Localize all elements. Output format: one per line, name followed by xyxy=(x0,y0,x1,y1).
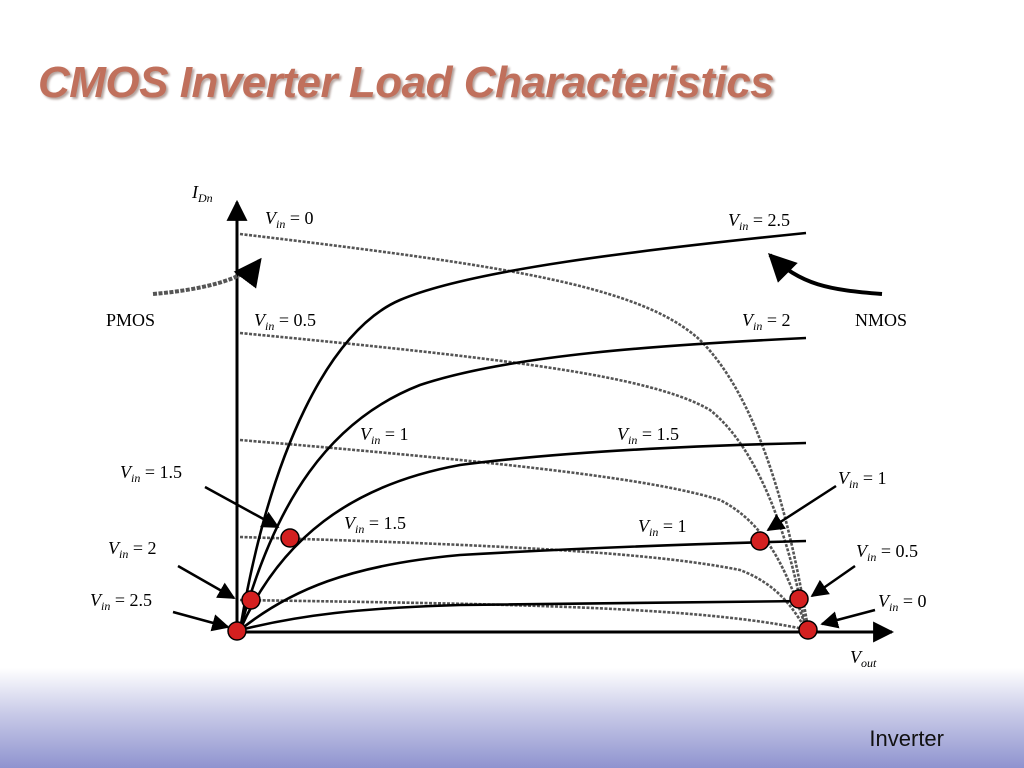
nmos-label: NMOS xyxy=(855,310,908,330)
op-label-left-2: Vin = 2 xyxy=(108,538,157,561)
operating-point-marker xyxy=(227,621,247,641)
nmos-pointer-arrow xyxy=(768,253,883,296)
label-pmos-vin-0: Vin = 0 xyxy=(265,208,314,231)
op-arrow-right-2 xyxy=(810,564,856,598)
op-label-right-1: Vin = 1 xyxy=(838,468,887,491)
op-arrow-right-1 xyxy=(766,484,837,532)
label-nmos-vin-2.5: Vin = 2.5 xyxy=(728,210,790,233)
footer-label: Inverter xyxy=(869,726,944,751)
operating-point-marker xyxy=(280,528,300,548)
nmos-curve-vin-1.5 xyxy=(238,441,807,631)
op-label-left-3: Vin = 2.5 xyxy=(90,590,152,613)
nmos-curve-vin-2 xyxy=(238,336,807,631)
op-label-right-2: Vin = 0.5 xyxy=(856,541,918,564)
y-axis-label: IDn xyxy=(192,182,213,205)
operating-point-marker xyxy=(798,620,818,640)
operating-point-marker xyxy=(789,589,809,609)
pmos-pointer-arrow xyxy=(152,257,262,296)
label-nmos-vin-1.5: Vin = 1.5 xyxy=(617,424,679,447)
label-pmos-vin-1.5: Vin = 1.5 xyxy=(344,513,406,536)
label-nmos-vin-1: Vin = 1 xyxy=(638,516,687,539)
pmos-curve-vin-2 xyxy=(239,598,809,632)
op-label-right-3: Vin = 0 xyxy=(878,591,927,614)
op-arrow-left-2 xyxy=(177,564,236,600)
operating-point-marker xyxy=(750,531,770,551)
nmos-curve-vin-2.5 xyxy=(238,231,807,631)
label-nmos-vin-2: Vin = 2 xyxy=(742,310,791,333)
slide-title: CMOS Inverter Load Characteristics xyxy=(38,58,775,107)
pmos-curve-vin-1 xyxy=(239,438,807,626)
pmos-label: PMOS xyxy=(106,310,156,330)
label-pmos-vin-0.5: Vin = 0.5 xyxy=(254,310,316,333)
pmos-curve-vin-1.5 xyxy=(239,535,807,629)
op-arrow-right-3 xyxy=(820,608,876,629)
pmos-curve-vin-0 xyxy=(239,232,810,629)
op-arrow-left-1 xyxy=(204,485,280,529)
x-axis-label: Vout xyxy=(850,647,877,670)
nmos-curve-vin-1 xyxy=(239,539,807,632)
label-pmos-vin-1: Vin = 1 xyxy=(360,424,409,447)
operating-point-marker xyxy=(241,590,261,610)
op-label-left-1: Vin = 1.5 xyxy=(120,462,182,485)
nmos-curve-vin-0.5 xyxy=(239,599,807,632)
pmos-curve-vin-0.5 xyxy=(239,331,807,626)
footer-band xyxy=(0,668,1024,768)
op-arrow-left-3 xyxy=(172,610,230,632)
